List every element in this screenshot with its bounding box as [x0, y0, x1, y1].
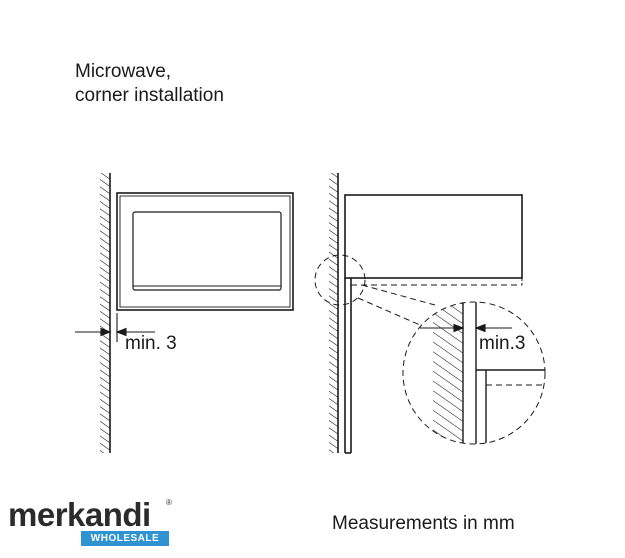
detail-marker-circle	[314, 254, 436, 326]
detail-magnified-view	[402, 301, 546, 445]
right-wall	[329, 173, 339, 453]
merkandi-logo: merkandi WHOLESALE ®	[8, 496, 172, 546]
left-clearance-label: min. 3	[125, 333, 177, 354]
left-clearance-dimension	[75, 313, 155, 342]
title-line-1: Microwave,	[75, 61, 172, 82]
detail-clearance-dimension	[420, 323, 512, 333]
title-line-2: corner installation	[75, 85, 224, 106]
microwave-side-view	[344, 194, 523, 454]
left-wall	[100, 173, 111, 453]
logo-wordmark: merkandi	[8, 496, 151, 533]
logo-badge: WHOLESALE	[81, 531, 169, 546]
logo-registered-mark: ®	[166, 498, 172, 507]
measurements-note: Measurements in mm	[332, 513, 515, 534]
microwave-front-view	[116, 192, 294, 311]
diagram-title: Microwave, corner installation	[75, 60, 224, 108]
detail-clearance-label: min.3	[479, 333, 526, 354]
